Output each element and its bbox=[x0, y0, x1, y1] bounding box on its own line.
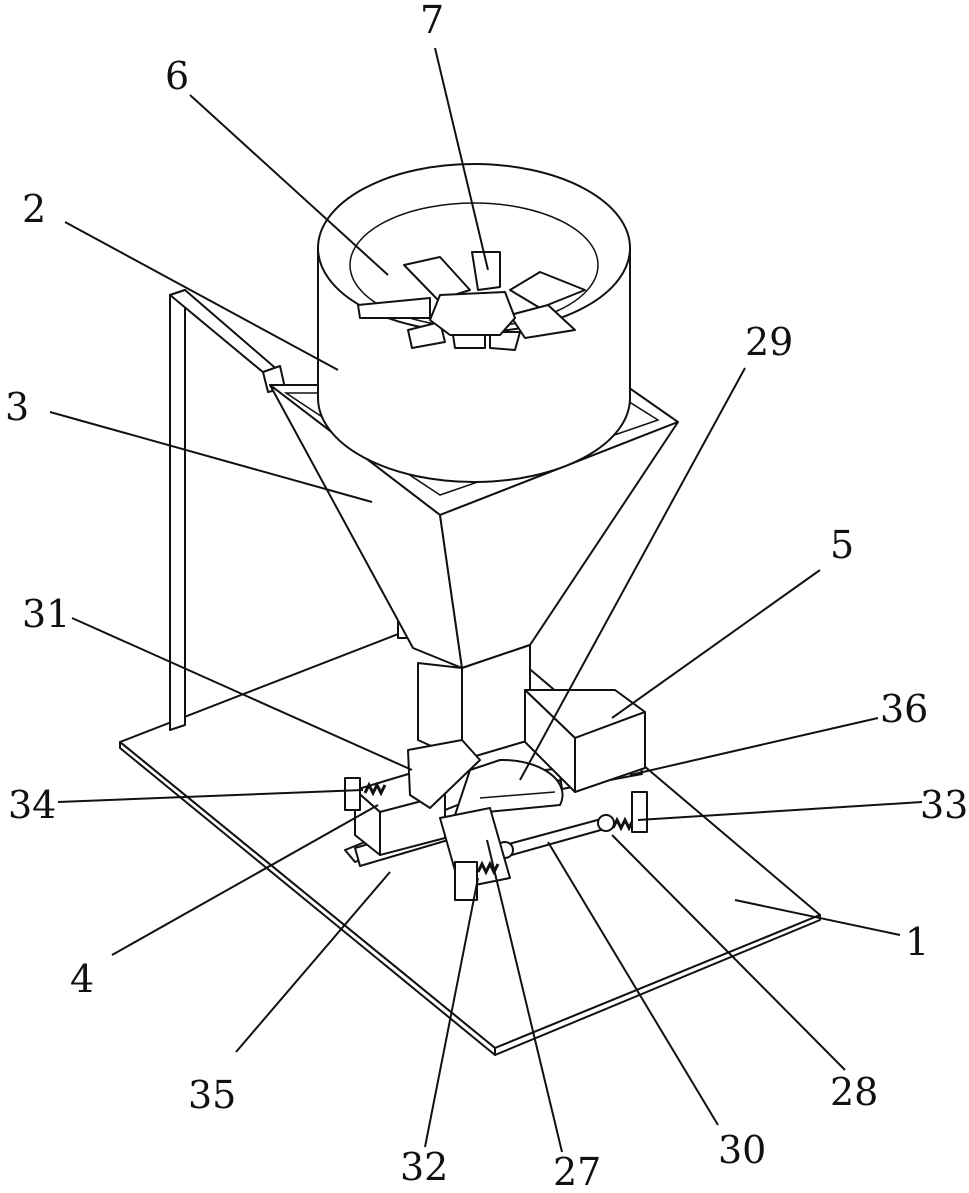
support-frame bbox=[170, 290, 285, 730]
label-29: 29 bbox=[745, 320, 793, 364]
leader-line bbox=[630, 718, 878, 775]
leader-line bbox=[190, 95, 388, 275]
label-7: 7 bbox=[420, 0, 444, 42]
label-33: 33 bbox=[920, 783, 968, 827]
label-2: 2 bbox=[22, 187, 46, 231]
label-6: 6 bbox=[165, 54, 189, 98]
label-3: 3 bbox=[5, 385, 29, 429]
label-27: 27 bbox=[553, 1150, 601, 1193]
label-32: 32 bbox=[400, 1145, 448, 1189]
label-30: 30 bbox=[718, 1128, 766, 1172]
label-36: 36 bbox=[880, 687, 928, 731]
spring-end-block bbox=[345, 778, 360, 810]
label-4: 4 bbox=[70, 957, 94, 1001]
label-5: 5 bbox=[830, 523, 854, 567]
leader-line bbox=[612, 570, 820, 718]
spring-end-block bbox=[455, 862, 477, 900]
leader-line bbox=[65, 222, 338, 370]
label-34: 34 bbox=[8, 783, 56, 827]
label-1: 1 bbox=[905, 920, 929, 964]
label-35: 35 bbox=[188, 1073, 236, 1117]
spring-end-block bbox=[632, 792, 647, 832]
label-31: 31 bbox=[22, 592, 70, 636]
label-28: 28 bbox=[830, 1070, 878, 1114]
